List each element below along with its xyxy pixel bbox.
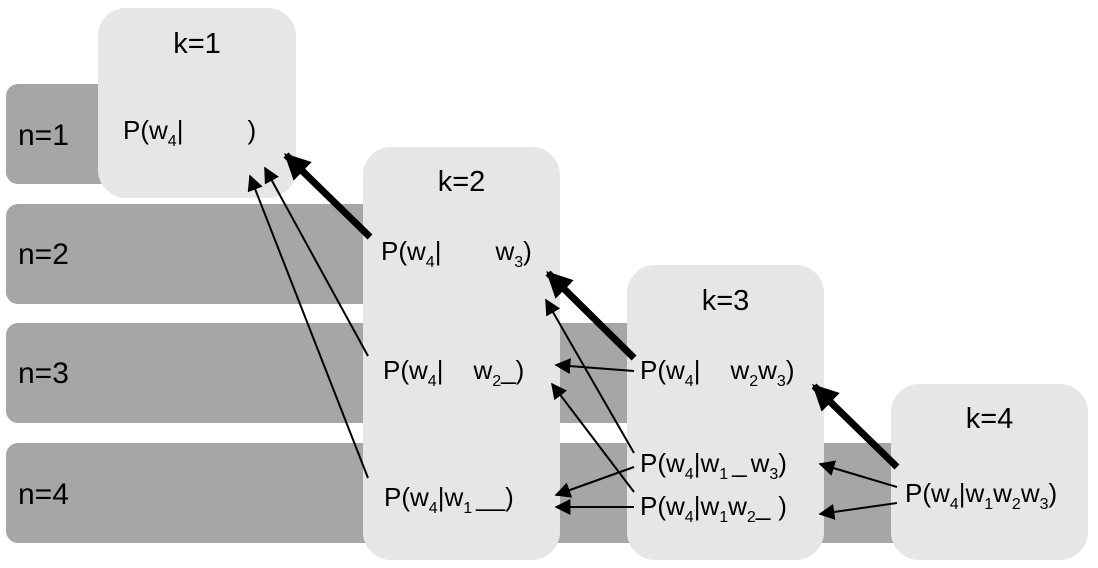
arrow-k3n3-to-k2n2 bbox=[545, 270, 637, 361]
arrow-k3n4b-to-k2n3 bbox=[551, 382, 635, 493]
box-k2 bbox=[363, 147, 560, 560]
box-k1 bbox=[98, 8, 296, 198]
prob-k2-n2: P(w4|w3) bbox=[381, 236, 532, 271]
box-label-k3: k=3 bbox=[701, 285, 750, 317]
arrow-k4n4-to-k3n3 bbox=[811, 383, 900, 470]
arrow-k4n4-to-k3n4a bbox=[818, 460, 898, 488]
box-label-k1: k=1 bbox=[173, 28, 221, 60]
prob-k3-n4-a: P(w4|w1_w3) bbox=[640, 448, 787, 483]
arrow-k2n4-to-k1n1 bbox=[247, 174, 369, 479]
prob-k4-n4: P(w4|w1w2w3) bbox=[905, 478, 1058, 513]
arrow-k4n4-to-k3n4b bbox=[818, 502, 898, 520]
box-label-k4: k=4 bbox=[965, 403, 1014, 435]
arrow-k3n4a-to-k2n4 bbox=[554, 466, 635, 498]
box-k3 bbox=[627, 265, 824, 560]
prob-k2-n4: P(w4|w1__) bbox=[384, 482, 514, 517]
arrow-k2n2-to-k1n1 bbox=[283, 152, 373, 240]
box-label-k2: k=2 bbox=[437, 166, 486, 198]
band-label-n2: n=2 bbox=[18, 238, 69, 271]
prob-k3-n3: P(w4|w2w3) bbox=[640, 355, 795, 390]
arrow-k2n3-to-k1n1 bbox=[264, 166, 369, 357]
arrow-k3n4a-to-k2n2 bbox=[545, 298, 635, 454]
band-label-n3: n=3 bbox=[18, 357, 69, 390]
arrow-k3n3-to-k2n3 bbox=[554, 358, 635, 375]
box-k4 bbox=[891, 384, 1088, 560]
prob-k3-n4-b: P(w4|w1w2_) bbox=[640, 491, 787, 526]
prob-k2-n3: P(w4|w2_) bbox=[383, 355, 525, 390]
band-label-n1: n=1 bbox=[18, 119, 69, 152]
band-label-n4: n=4 bbox=[18, 478, 69, 511]
prob-k1-n1: P(w4|) bbox=[123, 115, 257, 150]
